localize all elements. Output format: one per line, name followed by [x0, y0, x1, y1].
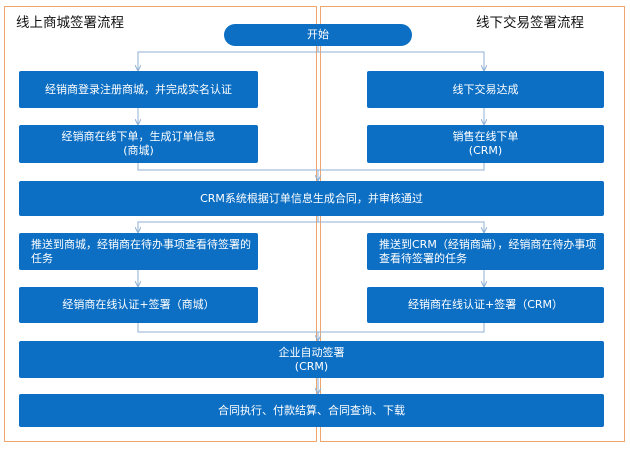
offline-order-label-line1: 销售在线下单 — [452, 130, 519, 143]
online-sign-crm-node: 经销商在线认证+签署（CRM） — [367, 287, 604, 323]
connector-sign-merge-right — [318, 323, 485, 333]
push-crm-label: 推送到CRM（经销商端），经销商在待办事项查看待签署的任务 — [379, 237, 597, 265]
start-label: 开始 — [307, 28, 329, 41]
auto-sign-node: 企业自动签署 (CRM) — [19, 341, 604, 378]
online-order-label-line1: 经销商在线下单，生成订单信息 — [61, 130, 216, 143]
offline-order-node: 销售在线下单 (CRM) — [367, 125, 604, 163]
crm-contract-label: CRM系统根据订单信息生成合同，并审核通过 — [200, 191, 423, 205]
online-register-label: 经销商登录注册商城，并完成实名认证 — [45, 82, 232, 96]
online-sign-mall-node: 经销商在线认证+签署（商城） — [19, 287, 258, 323]
final-node: 合同执行、付款结算、合同查询、下载 — [19, 394, 604, 427]
push-mall-label: 推送到商城，经销商在待办事项查看待签署的任务 — [31, 237, 251, 265]
push-crm-node: 推送到CRM（经销商端），经销商在待办事项查看待签署的任务 — [367, 233, 604, 270]
connector-crm-left — [138, 216, 319, 232]
online-order-node: 经销商在线下单，生成订单信息 (商城) — [19, 125, 258, 163]
offline-deal-node: 线下交易达成 — [367, 71, 604, 108]
swimlane-online-title: 线上商城签署流程 — [16, 15, 124, 31]
final-label: 合同执行、付款结算、合同查询、下载 — [218, 403, 405, 417]
start-node: 开始 — [224, 24, 412, 46]
online-sign-crm-label: 经销商在线认证+签署（CRM） — [407, 298, 564, 311]
push-mall-node: 推送到商城，经销商在待办事项查看待签署的任务 — [19, 233, 258, 270]
swimlane-offline-title: 线下交易签署流程 — [476, 15, 584, 31]
connector-online-order-merge — [137, 163, 318, 180]
connector-start-left — [138, 46, 319, 70]
connector-offline-order-merge — [318, 163, 485, 171]
offline-order-label-line2: (CRM) — [468, 144, 503, 157]
auto-sign-label-line1: 企业自动签署 — [278, 345, 345, 359]
connector-sign-merge-left — [137, 323, 318, 340]
crm-contract-node: CRM系统根据订单信息生成合同，并审核通过 — [19, 181, 604, 216]
online-order-label-line2: (商城) — [123, 144, 154, 157]
connector-start-right — [318, 51, 484, 70]
auto-sign-label-line2: (CRM) — [294, 359, 329, 373]
connector-crm-right — [318, 221, 484, 232]
offline-deal-label: 线下交易达成 — [452, 82, 519, 96]
online-sign-mall-label: 经销商在线认证+签署（商城） — [62, 298, 215, 311]
online-register-node: 经销商登录注册商城，并完成实名认证 — [19, 71, 258, 108]
